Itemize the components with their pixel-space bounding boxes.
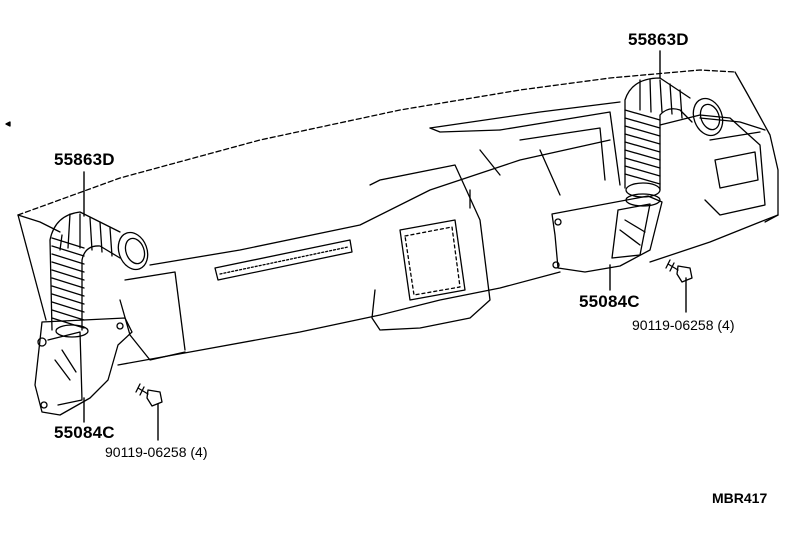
right-air-duct xyxy=(624,77,724,198)
left-bracket xyxy=(34,317,133,416)
leader-lines xyxy=(83,50,687,441)
right-bolt-icon xyxy=(665,259,693,283)
callout-bolt-left: 90119-06258 (4) xyxy=(105,444,208,460)
left-bolt-icon xyxy=(135,383,163,407)
dashboard-panel xyxy=(17,69,779,366)
callout-duct-left: 55863D xyxy=(54,150,115,169)
figure-code: MBR417 xyxy=(712,490,768,506)
callout-bracket-left: 55084C xyxy=(54,423,115,442)
callout-duct-right: 55863D xyxy=(628,30,689,49)
left-air-duct xyxy=(49,211,149,338)
right-bracket xyxy=(551,193,663,273)
callout-bolt-right: 90119-06258 (4) xyxy=(632,317,735,333)
callout-bracket-right: 55084C xyxy=(579,292,640,311)
margin-tick xyxy=(5,121,11,127)
